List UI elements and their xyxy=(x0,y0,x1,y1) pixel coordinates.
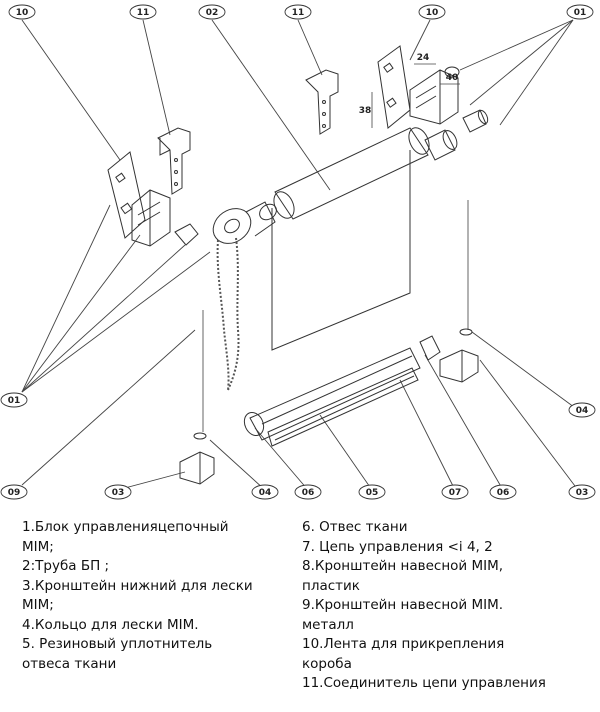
callout-10-right: 10 xyxy=(426,8,439,18)
legend-item: 7. Цепь управления <i 4, 2 xyxy=(302,538,493,555)
callout-03-right: 03 xyxy=(576,488,589,498)
legend-item: 4.Кольцо для лески MIM. xyxy=(22,616,199,633)
legend-item: металл xyxy=(302,616,354,633)
tube-end-plug xyxy=(424,109,489,161)
callout-circles xyxy=(0,4,596,500)
callout-01-top: 01 xyxy=(574,8,587,18)
dimension-38: 38 xyxy=(359,106,372,116)
bottom-bracket-right xyxy=(439,349,479,383)
callout-06-right: 06 xyxy=(497,488,510,498)
callout-11-left: 11 xyxy=(137,8,150,18)
plastic-bracket-left xyxy=(131,189,199,247)
callout-03-left: 03 xyxy=(112,488,125,498)
callout-04-right: 04 xyxy=(576,406,589,416)
legend-item: пластик xyxy=(302,577,360,594)
callout-09: 09 xyxy=(8,488,21,498)
fabric-panel xyxy=(271,150,411,351)
plastic-bracket-right xyxy=(409,66,460,125)
mounting-tape-right xyxy=(377,45,411,129)
callout-labels: 10 11 02 11 10 01 01 09 03 04 06 05 07 0… xyxy=(8,8,589,498)
leader-lines xyxy=(21,19,579,491)
legend-item: 2:Труба БП ; xyxy=(22,558,110,574)
callout-05: 05 xyxy=(366,488,379,498)
legend-item: 8.Кронштейн навесной MIM, xyxy=(302,558,504,574)
metal-bracket-left xyxy=(157,127,191,195)
roller-tube xyxy=(273,127,430,220)
legend-item: 1.Блок управленияцепочный xyxy=(22,519,229,535)
legend-item: MIM; xyxy=(22,597,54,613)
control-chain xyxy=(216,237,240,391)
dimension-lines xyxy=(371,63,460,128)
callout-10-left: 10 xyxy=(16,8,29,18)
legend-item: 6. Отвес ткани xyxy=(302,519,408,535)
control-block-gear xyxy=(212,201,277,244)
metal-bracket-right xyxy=(305,69,339,135)
exploded-assembly-diagram: 10 11 02 11 10 01 01 09 03 04 06 05 07 0… xyxy=(0,4,596,500)
fishing-line-left xyxy=(179,310,215,485)
legend-item: короба xyxy=(302,655,352,672)
legend-item: 10.Лента для прикрепления xyxy=(302,636,505,652)
bottom-weight-bar xyxy=(243,347,421,447)
callout-04-left: 04 xyxy=(259,488,272,498)
dimension-labels: 24 40 38 xyxy=(359,53,459,116)
callout-07: 07 xyxy=(449,488,462,498)
callout-06-left: 06 xyxy=(302,488,315,498)
legend-item: 3.Кронштейн нижний для лески xyxy=(22,577,253,594)
legend-right-column: 6. Отвес ткани 7. Цепь управления <i 4, … xyxy=(302,518,598,694)
dimension-24: 24 xyxy=(417,53,430,63)
dimension-40: 40 xyxy=(446,73,459,83)
mounting-tape-left xyxy=(107,151,146,239)
legend-item: 11.Соединитель цепи управления xyxy=(302,675,546,691)
weight-end-cap xyxy=(419,335,441,361)
legend-item: MIM; xyxy=(22,538,54,555)
legend-left-column: 1.Блок управленияцепочный MIM; 2:Труба Б… xyxy=(22,518,284,674)
fishing-line-right xyxy=(459,200,473,336)
legend-item: 5. Резиновый уплотнитель xyxy=(22,636,213,652)
legend-item: 9.Кронштейн навесной MIM. xyxy=(302,597,504,613)
callout-11-right: 11 xyxy=(292,8,305,18)
callout-02: 02 xyxy=(206,8,219,18)
legend-item: отвеса ткани xyxy=(22,655,117,672)
callout-01-left: 01 xyxy=(8,396,21,406)
